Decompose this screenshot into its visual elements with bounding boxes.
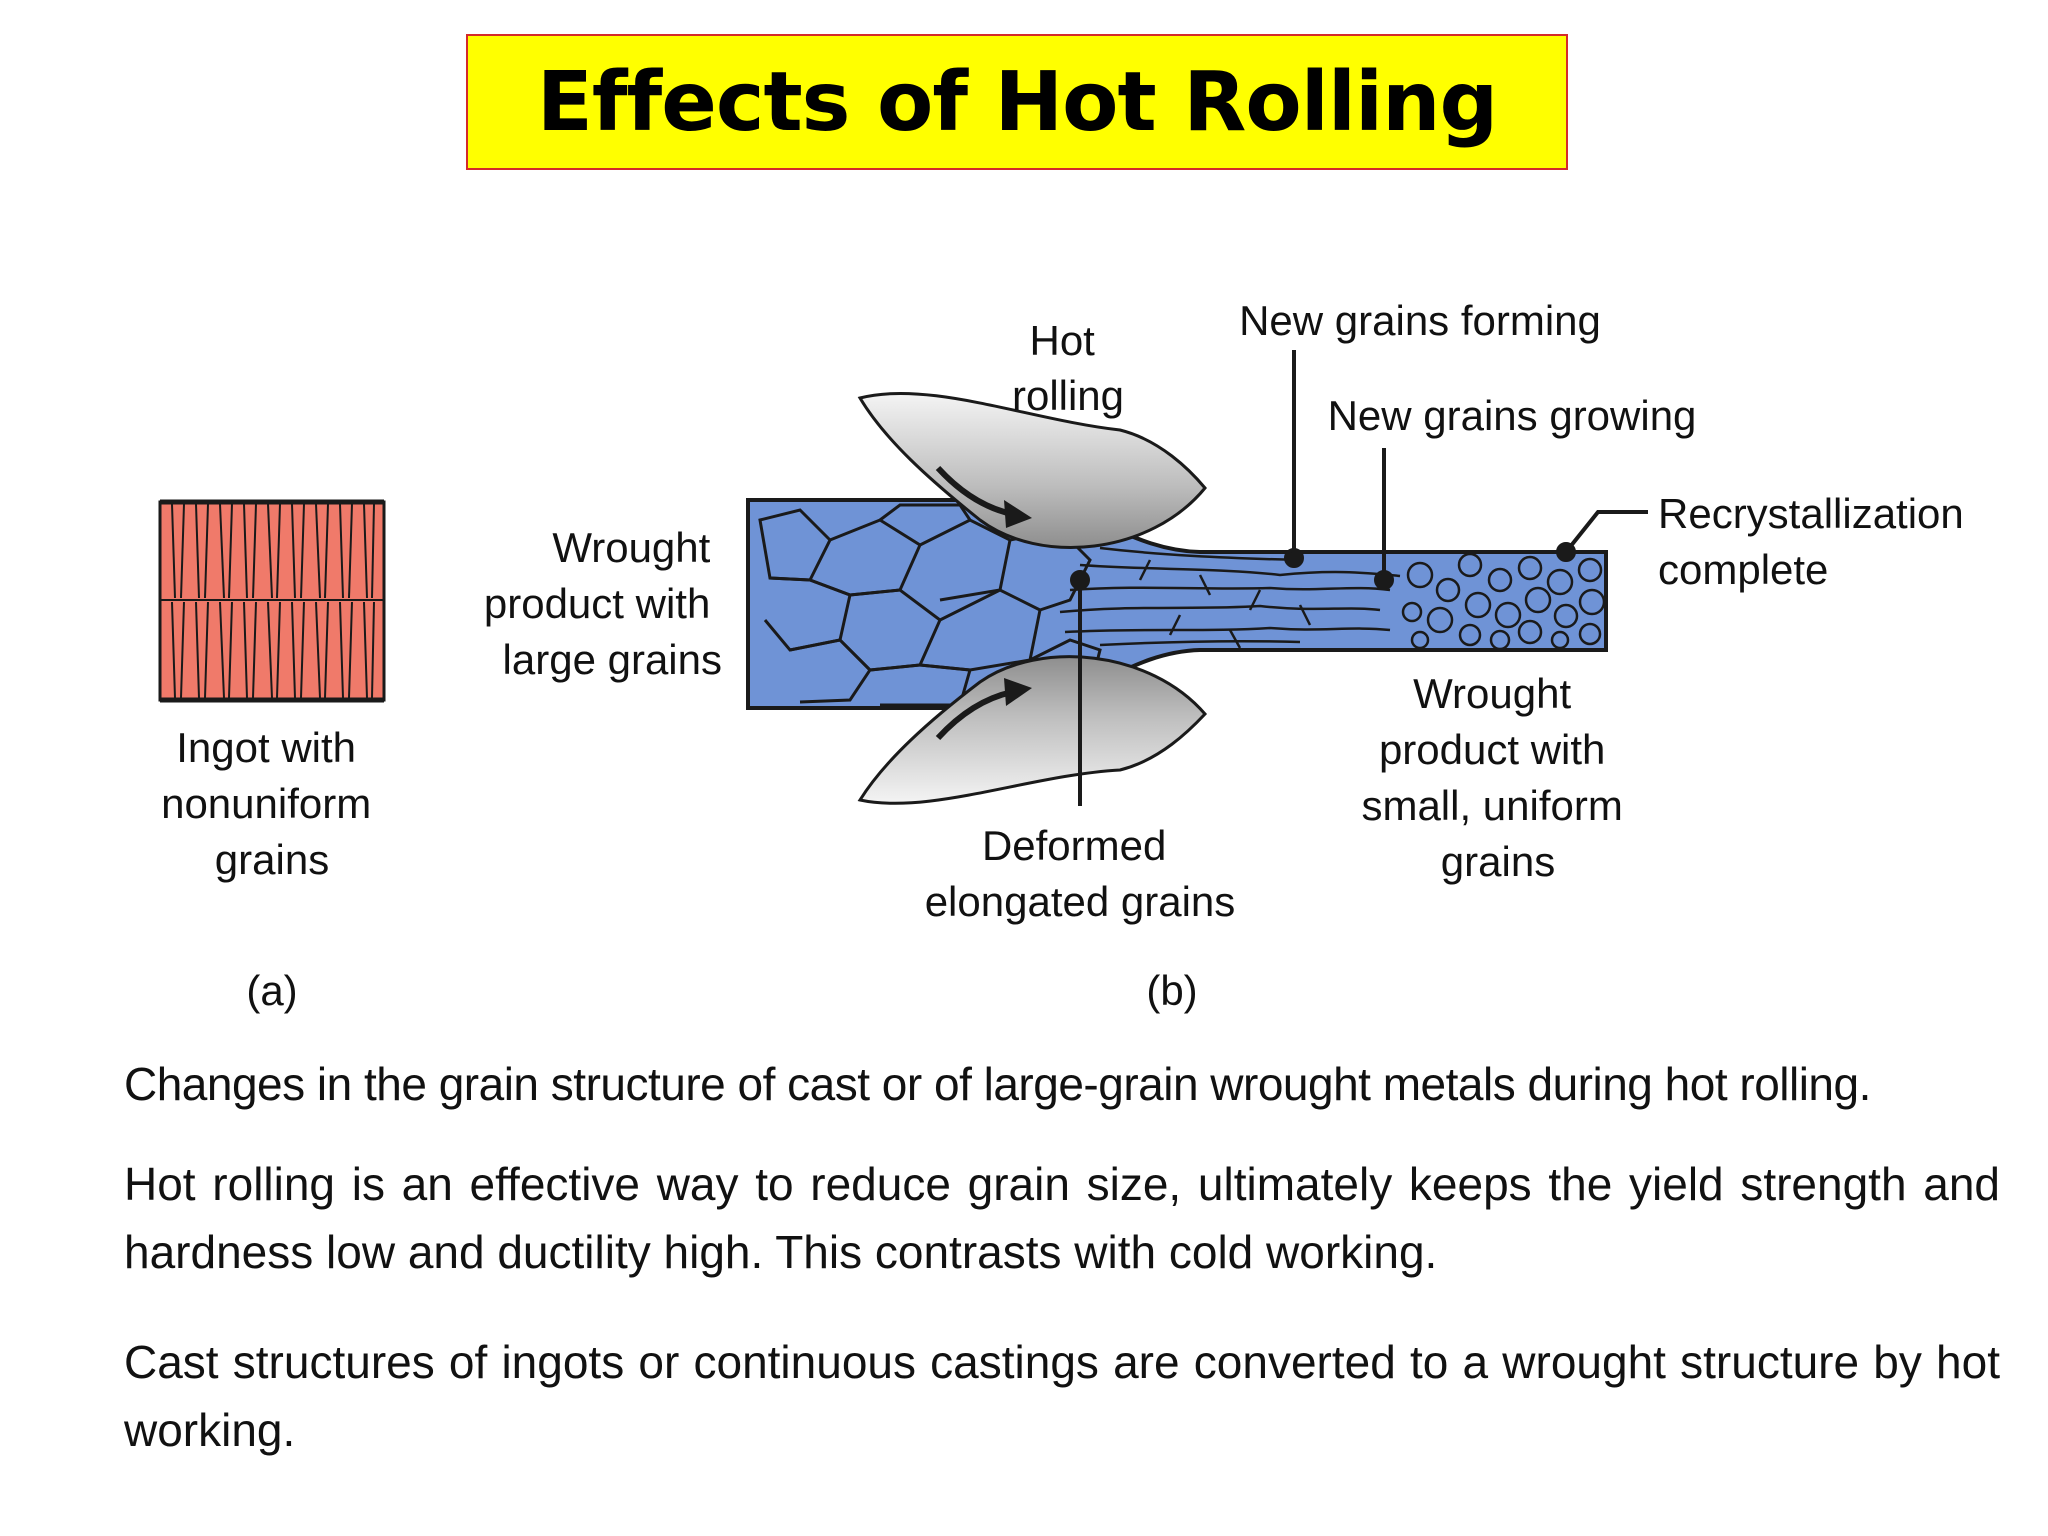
cast-structures-paragraph: Cast structures of ingots or continuous … <box>124 1328 2000 1464</box>
deformed-label-line2: elongated grains <box>925 878 1236 925</box>
recrystallization-label-line1: Recrystallization <box>1658 490 1964 537</box>
panel-a-tag: (a) <box>246 967 297 1014</box>
svg-text:Hot rolling: Hot rolling <box>1012 317 1124 419</box>
svg-text:Ingot with nonuniform: Ingot with nonuniform grains <box>161 724 383 883</box>
ingot-figure: Ingot with nonuniform grains (a) <box>160 502 384 1014</box>
wrought-large-line1: Wrought <box>552 524 710 571</box>
wrought-large-line3: large grains <box>503 636 722 683</box>
svg-text:Wrought product with: Wrought product with small, uniform grai… <box>1361 670 1634 885</box>
new-grains-forming-label: New grains forming <box>1239 297 1601 344</box>
svg-text:Wrought product with: Wrought product with large grains <box>484 524 722 683</box>
ingot-label-line3: grains <box>215 836 329 883</box>
svg-text:Recrystallization comple: Recrystallization complete <box>1658 490 1975 593</box>
deformed-label-line1: Deformed <box>982 822 1166 869</box>
hot-rolling-label-line1: Hot <box>1029 317 1095 364</box>
panel-b-tag: (b) <box>1146 967 1197 1014</box>
caption-paragraph: Changes in the grain structure of cast o… <box>124 1050 2000 1118</box>
new-grains-growing-label: New grains growing <box>1328 392 1697 439</box>
wrought-small-line1: Wrought <box>1413 670 1571 717</box>
ingot-label-line1: Ingot with <box>176 724 356 771</box>
hot-rolling-label-line2: rolling <box>1012 372 1124 419</box>
wrought-small-line4: grains <box>1441 838 1555 885</box>
wrought-large-line2: product with <box>484 580 710 627</box>
hot-rolling-paragraph: Hot rolling is an effective way to reduc… <box>124 1150 2000 1286</box>
svg-text:Deformed elongated grain: Deformed elongated grains <box>925 822 1236 925</box>
wrought-small-line2: product with <box>1379 726 1605 773</box>
rolling-figure: Hot rolling New grains forming New grain… <box>484 297 1976 1014</box>
ingot-label-line2: nonuniform <box>161 780 371 827</box>
wrought-small-line3: small, uniform <box>1361 782 1622 829</box>
recrystallization-label-line2: complete <box>1658 546 1828 593</box>
